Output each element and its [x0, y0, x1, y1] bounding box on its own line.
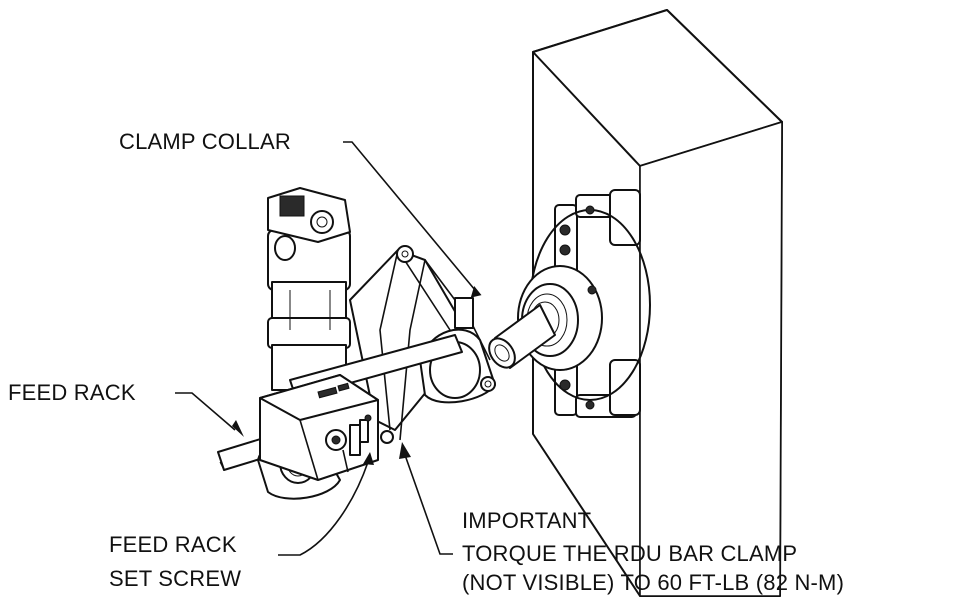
leader-important: [399, 442, 453, 555]
label-feed-rack: FEED RACK: [8, 380, 136, 405]
feed-gearbox: [259, 374, 379, 481]
drive-motor: [267, 187, 351, 391]
label-important-line2: (NOT VISIBLE) TO 60 FT-LB (82 N-M): [462, 570, 845, 595]
label-important-line1: TORQUE THE RDU BAR CLAMP: [462, 541, 798, 566]
leader-feed-rack: [175, 392, 244, 437]
spindle-shaft: [488, 304, 556, 369]
label-feed-rack-set-screw-line1: FEED RACK: [109, 532, 237, 557]
leader-feed-rack-set-screw: [278, 452, 374, 556]
label-feed-rack-set-screw-line2: SET SCREW: [109, 566, 242, 591]
label-important-title: IMPORTANT: [462, 508, 592, 533]
leader-clamp-collar: [343, 141, 482, 298]
label-clamp-collar: CLAMP COLLAR: [119, 129, 291, 154]
